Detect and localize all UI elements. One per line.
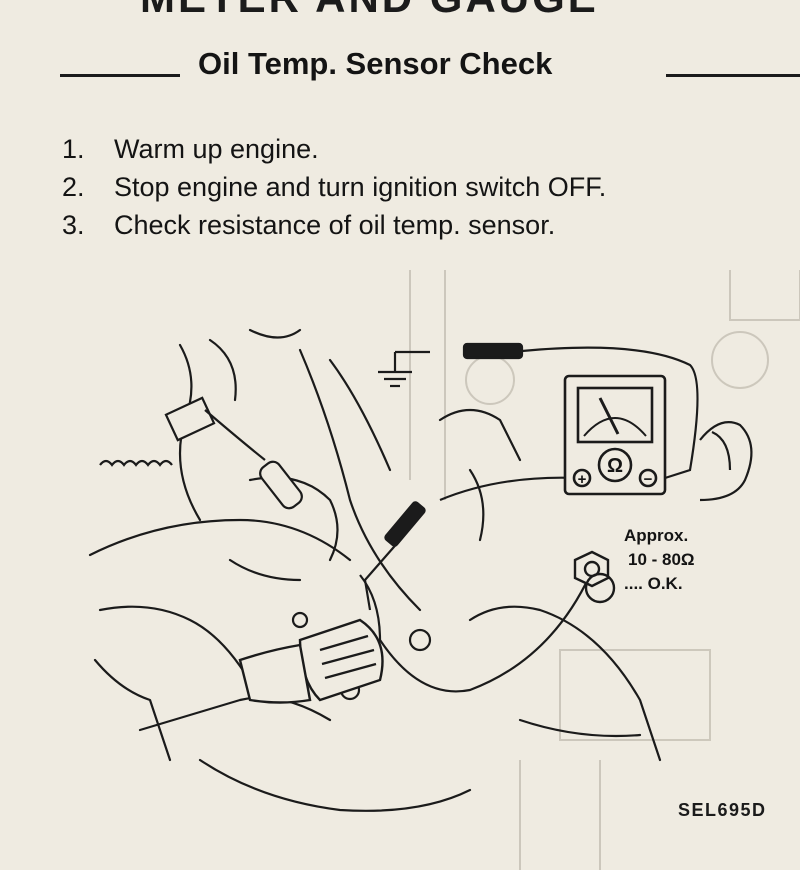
resistance-callout: Approx. 10 - 80Ω .... O.K. <box>624 524 695 596</box>
procedure-steps: 1. Warm up engine. 2. Stop engine and turn… <box>62 130 606 244</box>
callout-line: Approx. <box>624 526 689 545</box>
step-number: 3. <box>62 210 85 240</box>
callout-line: .... O.K. <box>624 574 683 593</box>
step-item: 2. Stop engine and turn ignition switch O… <box>62 168 606 206</box>
hand-outline <box>699 421 753 502</box>
ground-probe <box>378 342 699 480</box>
title-rule-left <box>60 74 180 77</box>
step-number: 1. <box>62 134 85 164</box>
callout-line: 10 - 80Ω <box>628 550 695 569</box>
step-text: Stop engine and turn ignition switch OFF… <box>114 172 607 202</box>
section-title-row: Oil Temp. Sensor Check <box>60 46 800 86</box>
top-heading: METER AND GAUGE <box>140 0 599 22</box>
test-lead <box>359 476 591 693</box>
oil-temp-sensor <box>238 618 384 704</box>
sensor-terminal <box>573 550 616 604</box>
section-title: Oil Temp. Sensor Check <box>198 46 553 81</box>
ohmmeter <box>563 374 667 496</box>
bleed-through-print <box>409 270 800 870</box>
step-text: Check resistance of oil temp. sensor. <box>114 210 556 240</box>
plus-terminal-label: + <box>578 471 587 488</box>
ohm-symbol: Ω <box>607 455 623 477</box>
step-number: 2. <box>62 172 85 202</box>
minus-terminal-label: − <box>644 471 653 488</box>
sensor-connector <box>99 396 303 510</box>
oil-temp-sensor-illustration: Ω + − <box>88 270 800 870</box>
step-item: 3. Check resistance of oil temp. sensor. <box>62 206 606 244</box>
step-text: Warm up engine. <box>114 134 319 164</box>
step-item: 1. Warm up engine. <box>62 130 606 168</box>
figure-code: SEL695D <box>678 800 767 820</box>
engine-outline <box>88 328 662 812</box>
title-rule-right <box>666 74 800 77</box>
